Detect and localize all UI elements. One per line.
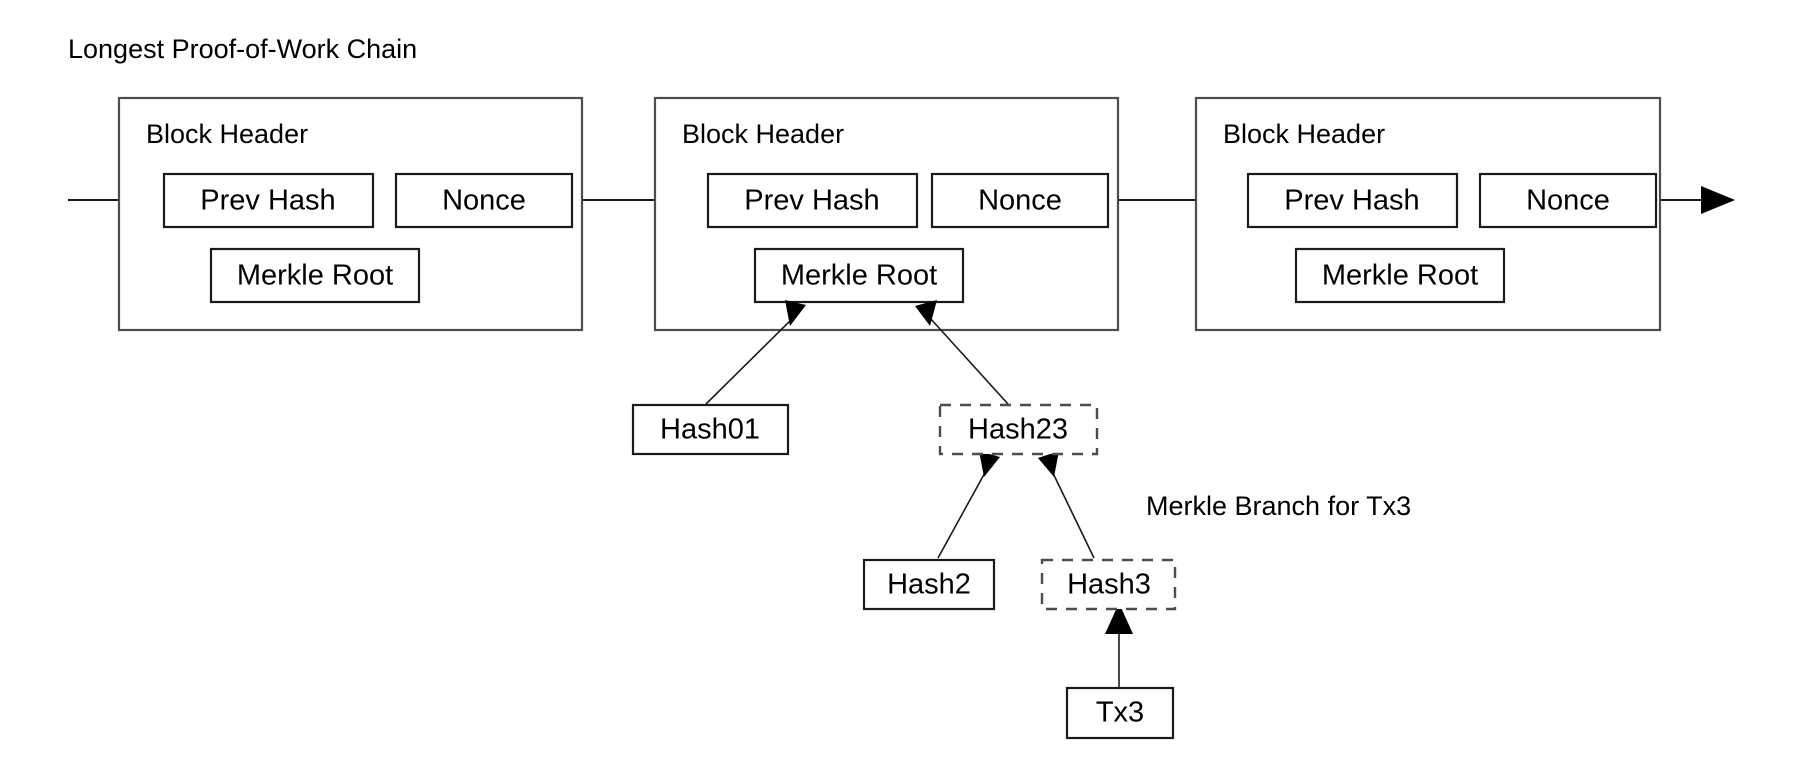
block-1-merkle-root-box[interactable]	[209, 247, 421, 304]
hash01-label: Hash01	[660, 414, 760, 446]
edge-hash2-to-hash23	[937, 451, 1000, 559]
block-1-merkle-root-label: Merkle Root	[237, 260, 393, 292]
diagram-title: Longest Proof-of-Work Chain	[68, 34, 417, 64]
block-2-prev-hash-box[interactable]	[706, 172, 919, 229]
hash3-box[interactable]	[1040, 558, 1177, 611]
block-3-prev-hash-label: Prev Hash	[1284, 185, 1419, 217]
block-3-header-label: Block Header	[1223, 119, 1385, 149]
hash23-box[interactable]	[938, 403, 1099, 456]
block-1-header-label: Block Header	[146, 119, 308, 149]
block-3-merkle-root-box[interactable]	[1294, 247, 1506, 304]
block-1-nonce-box[interactable]	[394, 172, 574, 229]
block-2-prev-hash-label: Prev Hash	[744, 185, 879, 217]
tx3-label: Tx3	[1096, 697, 1144, 729]
node-hash3[interactable]: Hash3	[1040, 558, 1177, 611]
block-2-header-label: Block Header	[682, 119, 844, 149]
node-hash23[interactable]: Hash23	[938, 403, 1099, 456]
hash2-box[interactable]	[862, 558, 996, 611]
edge-chain-out	[1660, 186, 1735, 214]
block-2[interactable]: Block Header Prev Hash Nonce Merkle Root	[653, 96, 1120, 332]
block-2-nonce-label: Nonce	[978, 185, 1062, 217]
edge-hash23-to-merkle-root	[915, 300, 1009, 405]
tx3-box[interactable]	[1065, 686, 1175, 740]
block-3[interactable]: Block Header Prev Hash Nonce Merkle Root	[1194, 96, 1662, 332]
block-1[interactable]: Block Header Prev Hash Nonce Merkle Root	[117, 96, 584, 332]
block-3-nonce-box[interactable]	[1478, 172, 1658, 229]
node-tx3[interactable]: Tx3	[1065, 686, 1175, 740]
edge-hash3-to-hash23	[1038, 451, 1095, 559]
block-1-prev-hash-label: Prev Hash	[200, 185, 335, 217]
merkle-branch-annotation: Merkle Branch for Tx3	[1146, 491, 1411, 521]
edge-hash01-to-merkle-root	[705, 300, 806, 405]
node-hash2[interactable]: Hash2	[862, 558, 996, 611]
hash2-label: Hash2	[887, 569, 971, 601]
block-2-merkle-root-label: Merkle Root	[781, 260, 937, 292]
block-3-prev-hash-box[interactable]	[1246, 172, 1459, 229]
block-3-merkle-root-label: Merkle Root	[1322, 260, 1478, 292]
hash23-label: Hash23	[968, 414, 1068, 446]
node-hash01[interactable]: Hash01	[631, 403, 790, 456]
block-1-nonce-label: Nonce	[442, 185, 526, 217]
hash01-box[interactable]	[631, 403, 790, 456]
block-2-merkle-root-box[interactable]	[753, 247, 965, 304]
hash3-label: Hash3	[1067, 569, 1151, 601]
block-3-nonce-label: Nonce	[1526, 185, 1610, 217]
edge-tx3-to-hash3	[1105, 603, 1133, 688]
block-1-prev-hash-box[interactable]	[162, 172, 375, 229]
block-2-nonce-box[interactable]	[930, 172, 1110, 229]
